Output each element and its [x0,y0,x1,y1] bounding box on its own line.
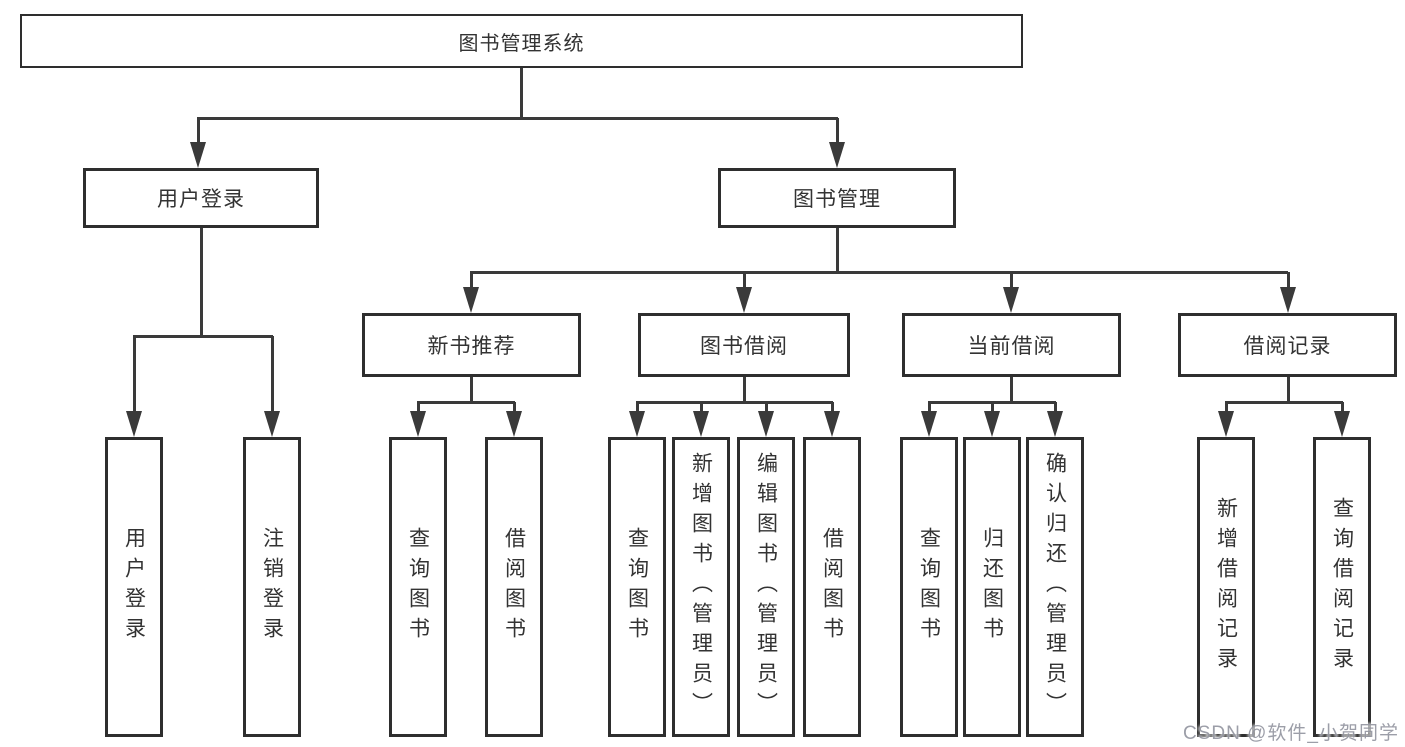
connector-line [197,117,838,120]
arrowhead-down-icon [190,142,206,168]
connector-line [200,228,203,336]
leaf-label: 查询图书 [917,527,941,647]
leaf-label: 注销登录 [260,527,284,647]
leaf-confirm-return-admin: 确认归还（管理员） [1026,437,1084,737]
connector-line [417,402,420,411]
connector-line [417,401,515,404]
leaf-query-book-recommend: 查询图书 [389,437,447,737]
connector-line [928,402,931,411]
leaf-label: 归还图书 [980,527,1004,647]
leaf-query-current: 查询图书 [900,437,958,737]
connector-line [1341,402,1344,411]
connector-line [765,402,768,411]
arrowhead-down-icon [629,411,645,437]
node-book-borrow: 图书借阅 [638,313,850,377]
connector-line [1225,402,1228,411]
node-current-borrow: 当前借阅 [902,313,1121,377]
node-label: 用户登录 [157,188,245,211]
leaf-label: 查询图书 [625,527,649,647]
leaf-query-book: 查询图书 [608,437,666,737]
node-root: 图书管理系统 [20,14,1023,68]
connector-line [1287,272,1290,287]
connector-line [743,377,746,402]
leaf-label: 新增借阅记录 [1214,497,1238,677]
leaf-borrow-book: 借阅图书 [803,437,861,737]
arrowhead-down-icon [824,411,840,437]
node-label: 当前借阅 [967,335,1056,358]
connector-line [1054,402,1057,411]
leaf-label: 确认归还（管理员） [1043,452,1067,722]
connector-line [133,335,273,338]
connector-line [271,336,274,411]
node-user-login: 用户登录 [83,168,319,228]
connector-line [636,401,833,404]
connector-line [513,402,516,411]
connector-line [743,272,746,287]
leaf-return-book: 归还图书 [963,437,1021,737]
leaf-add-borrow-record: 新增借阅记录 [1197,437,1255,737]
connector-line [831,402,834,411]
arrowhead-down-icon [829,142,845,168]
node-label: 新书推荐 [427,335,516,358]
connector-line [1287,377,1290,402]
arrowhead-down-icon [506,411,522,437]
leaf-label: 查询借阅记录 [1330,497,1354,677]
node-label: 借阅记录 [1243,335,1332,358]
connector-line [836,228,839,272]
leaf-user-login: 用户登录 [105,437,163,737]
connector-line [1010,377,1013,402]
node-borrow-records: 借阅记录 [1178,313,1397,377]
arrowhead-down-icon [1218,411,1234,437]
node-root-label: 图书管理系统 [458,32,585,55]
leaf-label: 编辑图书（管理员） [754,452,778,722]
arrowhead-down-icon [1003,287,1019,313]
arrowhead-down-icon [1280,287,1296,313]
arrowhead-down-icon [693,411,709,437]
node-book-management: 图书管理 [718,168,956,228]
arrowhead-down-icon [463,287,479,313]
leaf-label: 用户登录 [122,527,146,647]
leaf-label: 借阅图书 [820,527,844,647]
watermark: CSDN @软件_小贺同学 [1183,723,1399,744]
leaf-label: 借阅图书 [502,527,526,647]
connector-line [636,402,639,411]
leaf-query-borrow-record: 查询借阅记录 [1313,437,1371,737]
arrowhead-down-icon [921,411,937,437]
connector-line [197,118,200,142]
connector-line [520,68,523,118]
arrowhead-down-icon [1047,411,1063,437]
node-label: 图书管理 [793,188,881,211]
connector-line [1010,272,1013,287]
arrowhead-down-icon [410,411,426,437]
leaf-edit-book-admin: 编辑图书（管理员） [737,437,795,737]
node-label: 图书借阅 [700,335,788,358]
leaf-label: 查询图书 [406,527,430,647]
leaf-label: 新增图书（管理员） [689,452,713,722]
leaf-add-book-admin: 新增图书（管理员） [672,437,730,737]
arrowhead-down-icon [264,411,280,437]
node-new-book-recommend: 新书推荐 [362,313,581,377]
leaf-borrow-book-recommend: 借阅图书 [485,437,543,737]
connector-line [470,377,473,402]
connector-line [836,118,839,142]
connector-line [470,272,473,287]
connector-line [133,336,136,411]
arrowhead-down-icon [736,287,752,313]
connector-line [991,402,994,411]
connector-line [1225,401,1343,404]
arrowhead-down-icon [1334,411,1350,437]
arrowhead-down-icon [126,411,142,437]
arrowhead-down-icon [758,411,774,437]
connector-line [700,402,703,411]
connector-line [470,271,1288,274]
leaf-logout: 注销登录 [243,437,301,737]
arrowhead-down-icon [984,411,1000,437]
